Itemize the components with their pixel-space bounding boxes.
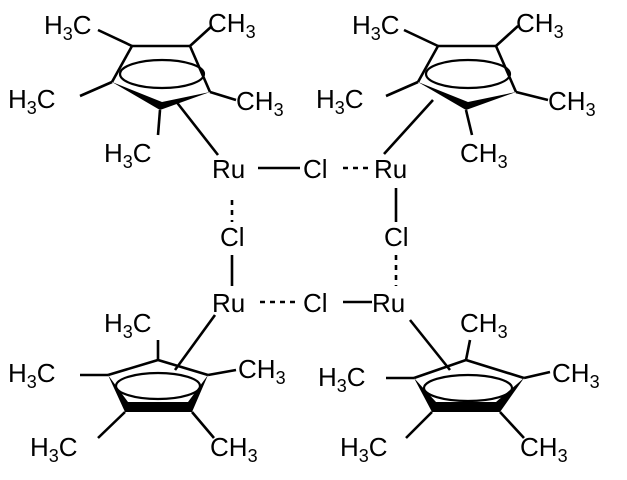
methyl-bond xyxy=(403,28,439,48)
cl-atom-label: Cl xyxy=(384,222,409,252)
aromatic-ellipse xyxy=(118,58,206,90)
methyl-bond xyxy=(495,25,519,47)
methyl-label-h3c: H3C xyxy=(352,10,400,44)
cl-atom-label: Cl xyxy=(220,222,245,252)
methyl-bond xyxy=(385,80,419,98)
methyl-label-h3c: H3C xyxy=(318,362,366,396)
bond-ru-cp-bl xyxy=(173,314,217,371)
ring-edge xyxy=(416,44,518,93)
core-bonds xyxy=(230,166,398,304)
ring-front-wedge xyxy=(418,82,516,110)
ru-atom-label: Ru xyxy=(374,154,407,184)
ring-front-wedge xyxy=(414,378,524,412)
methyl-label-h3c: H3C xyxy=(44,10,92,44)
methyl-bond xyxy=(209,90,237,102)
cl-atom-label: Cl xyxy=(303,154,328,184)
methyl-label-ch3: CH3 xyxy=(460,308,508,342)
bond-ru-cp-br xyxy=(408,319,452,371)
methyl-bond xyxy=(499,411,525,439)
ru-atom-label: Ru xyxy=(212,154,245,184)
methyl-label-ch3: CH3 xyxy=(520,432,568,466)
methyl-label-h3c: H3C xyxy=(340,432,388,466)
methyl-label-ch3: CH3 xyxy=(552,358,600,392)
ru-atom-label: Ru xyxy=(372,288,405,318)
aromatic-ellipse xyxy=(114,371,202,401)
methyl-bond xyxy=(97,411,126,439)
methyl-label-ch3: CH3 xyxy=(548,86,596,120)
methyl-label-ch3: CH3 xyxy=(238,354,286,388)
methyl-label-ch3: CH3 xyxy=(208,8,256,42)
cp-star-ligand-bottom-left xyxy=(80,340,237,439)
methyl-label-ch3: CH3 xyxy=(210,432,258,466)
methyl-label-ch3: CH3 xyxy=(460,138,508,172)
methyl-label-h3c: H3C xyxy=(8,84,56,118)
cp-star-ligand-top-left xyxy=(79,25,237,136)
methyl-bond xyxy=(405,411,433,439)
methyl-label-h3c: H3C xyxy=(30,432,78,466)
methyl-bond xyxy=(156,109,162,136)
ring-front-wedge xyxy=(112,82,210,110)
methyl-label-h3c: H3C xyxy=(104,308,152,342)
methyl-label-ch3: CH3 xyxy=(516,8,564,42)
methyl-label-ch3: CH3 xyxy=(236,86,284,120)
bond-ru-cp-tl xyxy=(173,99,220,156)
methyl-label-h3c: H3C xyxy=(8,358,56,392)
methyl-bond xyxy=(191,411,215,439)
methyl-label-h3c: H3C xyxy=(104,138,152,172)
methyl-bond xyxy=(189,25,213,47)
methyl-bond xyxy=(464,339,472,361)
methyl-label-h3c: H3C xyxy=(316,84,364,118)
methyl-bond xyxy=(523,370,551,380)
methyl-bond xyxy=(207,368,237,377)
bond-ru-cp-tr xyxy=(383,99,434,155)
ru-atom-label: Ru xyxy=(212,288,245,318)
aromatic-ellipse xyxy=(422,373,514,403)
cl-atom-label: Cl xyxy=(303,288,328,318)
cp-star-ligand-bottom-right xyxy=(386,339,551,439)
methyl-bond xyxy=(79,80,113,98)
aromatic-ellipse xyxy=(424,58,512,90)
ru-ligand-bonds xyxy=(173,99,452,371)
methyl-bond xyxy=(97,28,133,48)
ring-front-wedge xyxy=(108,375,208,412)
ring-edge xyxy=(110,44,212,93)
methyl-bond xyxy=(464,109,474,136)
methyl-bond xyxy=(515,90,549,102)
cp-star-ligand-top-right xyxy=(385,25,549,136)
